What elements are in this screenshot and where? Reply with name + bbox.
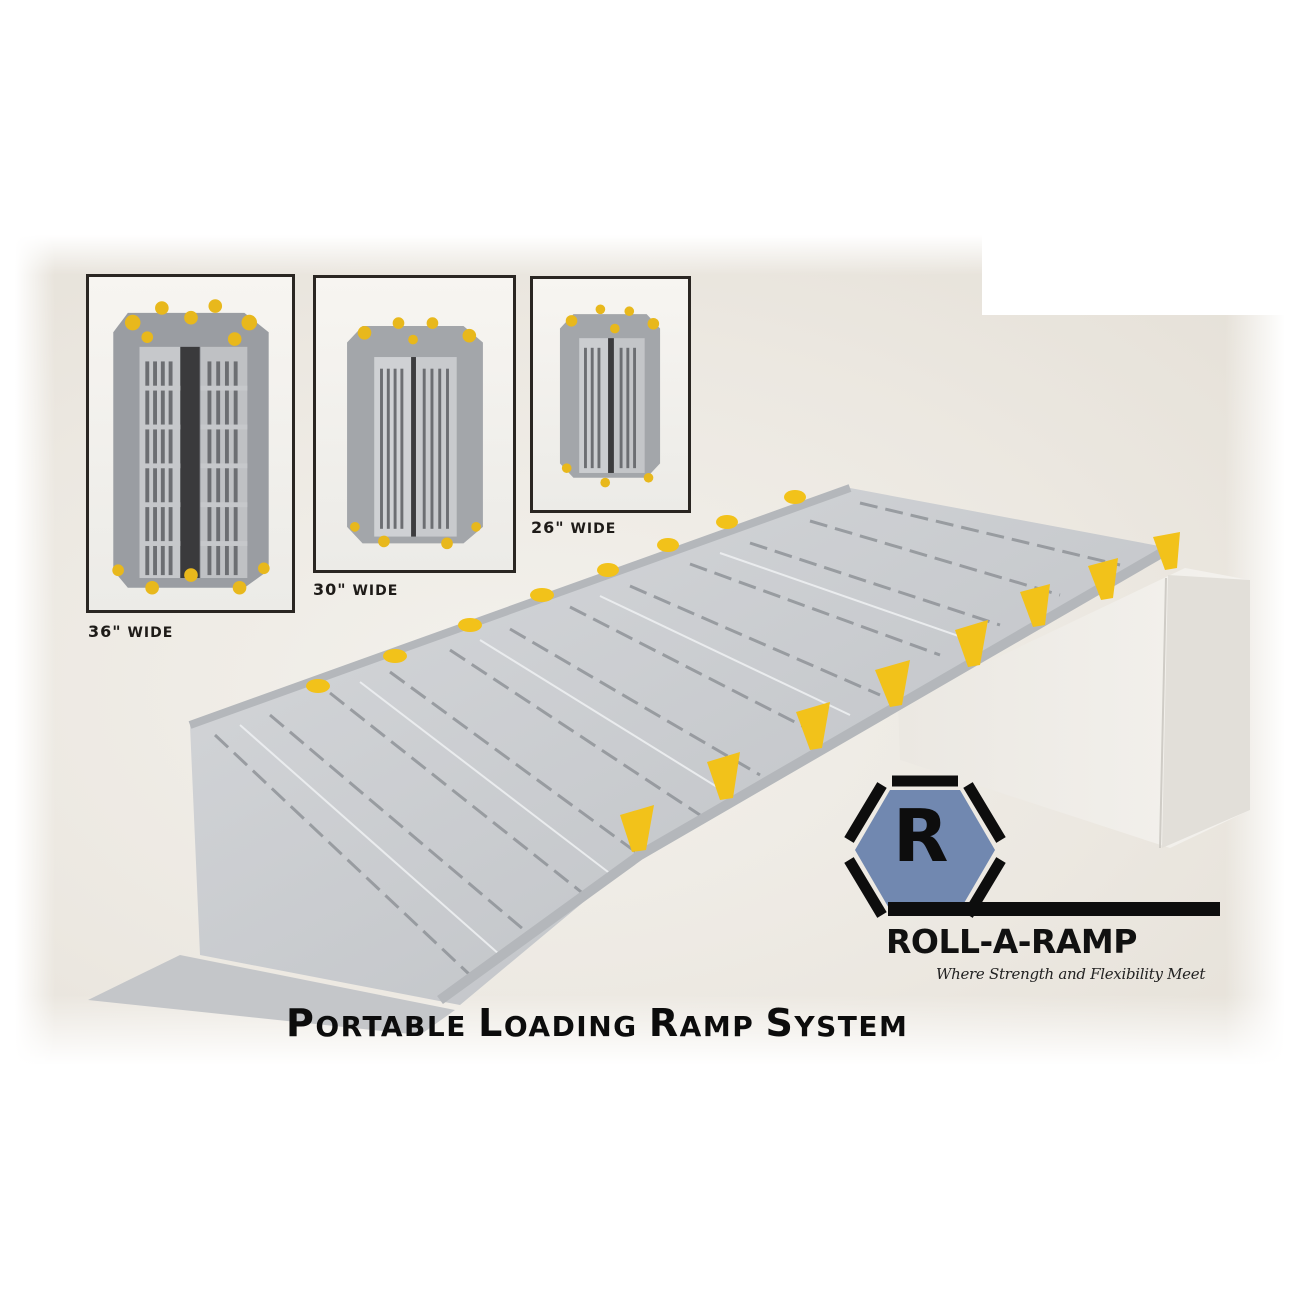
roll-a-ramp-logo-icon (844, 775, 1006, 918)
variant-label-26: 26" WIDE (531, 518, 617, 537)
rolled-ramp-30-photo (313, 275, 516, 573)
rolled-ramp-icon (559, 304, 661, 488)
logo-underline (888, 902, 1220, 916)
rail-clips-left (306, 490, 806, 693)
rolled-ramp-icon (347, 317, 483, 550)
rolled-ramp-36-photo (86, 274, 295, 613)
logo-letter: R (893, 794, 949, 878)
photo-notch (982, 225, 1300, 315)
ramp-rail-left (188, 484, 852, 729)
variant-label-30: 30" WIDE (313, 580, 399, 599)
rolled-ramp-26-photo (530, 276, 691, 513)
transition-plate (88, 955, 455, 1035)
brand-tagline: Where Strength and Flexibility Meet (936, 965, 1206, 983)
product-headline: PORTABLE LOADING RAMP SYSTEM (286, 1001, 909, 1045)
rolled-ramp-icon (112, 299, 270, 595)
rail-clips-right (620, 532, 1180, 852)
variant-label-36: 36" WIDE (88, 622, 174, 641)
ramp-deck (190, 488, 1170, 1005)
photo-fade-left (15, 235, 55, 1065)
brand-name: ROLL-A-RAMP (886, 922, 1137, 961)
ramp-rail-right (437, 543, 1173, 1005)
